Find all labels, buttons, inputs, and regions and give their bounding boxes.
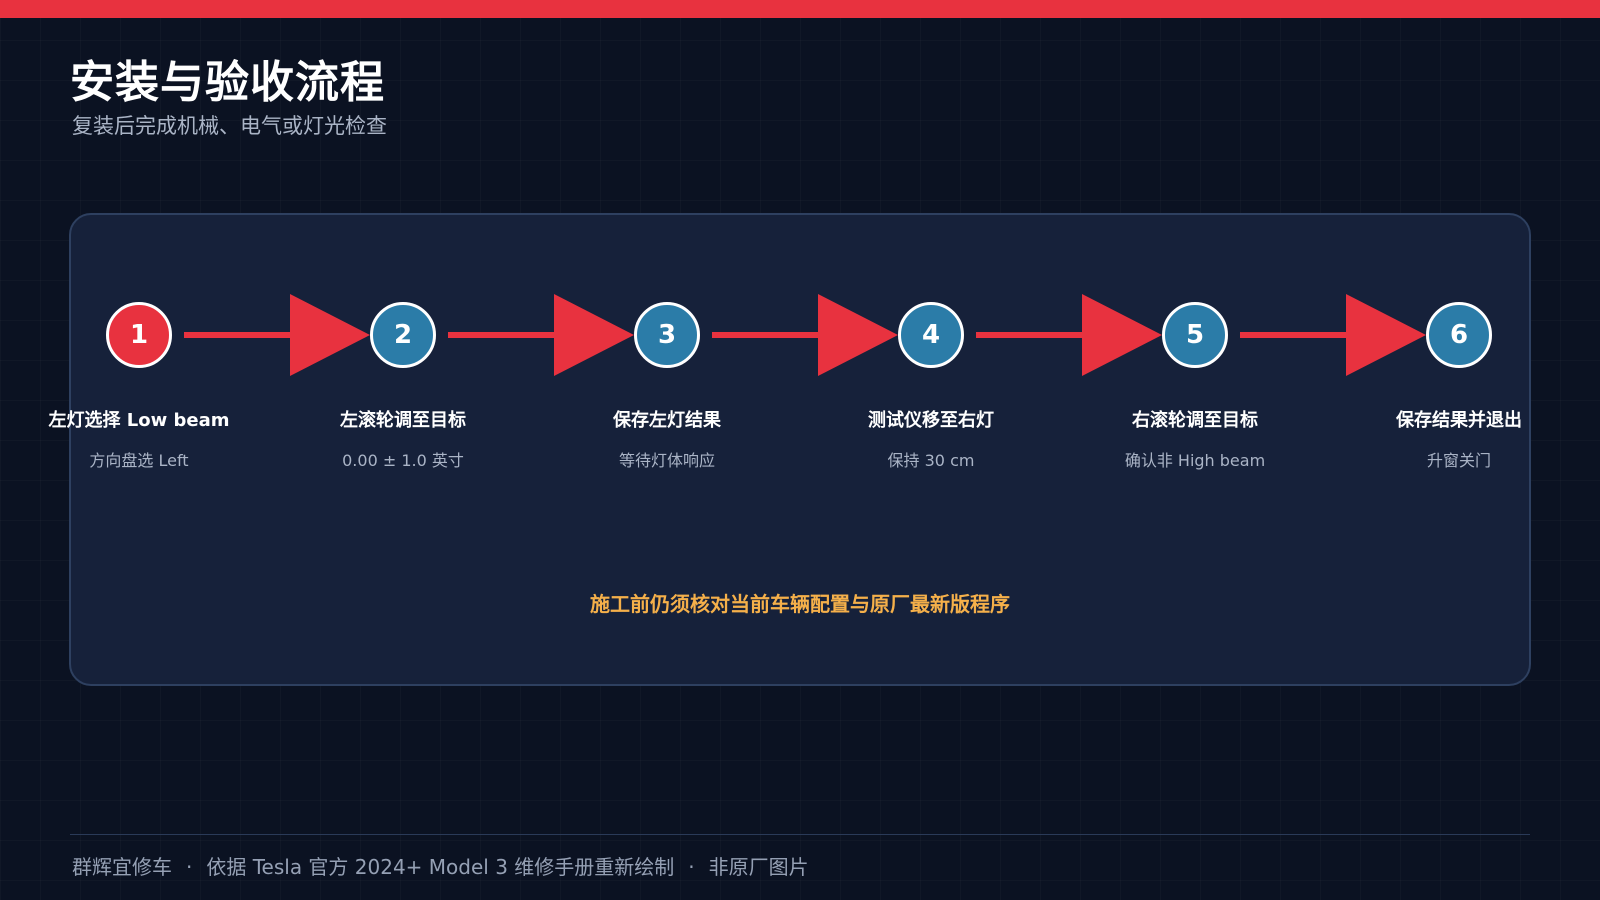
footer-divider <box>70 834 1530 835</box>
step-number-1: 1 <box>106 302 172 368</box>
step-title-1: 左灯选择 Low beam <box>48 410 230 431</box>
step-subtitle-4: 保持 30 cm <box>887 451 975 470</box>
flow-panel <box>69 213 1531 686</box>
step-number-2: 2 <box>370 302 436 368</box>
step-title-4: 测试仪移至右灯 <box>868 410 994 431</box>
step-subtitle-6: 升窗关门 <box>1426 451 1491 470</box>
step-title-5: 右滚轮调至目标 <box>1132 410 1258 431</box>
step-subtitle-3: 等待灯体响应 <box>618 451 715 470</box>
footer-brand: 群辉宜修车 <box>72 855 172 879</box>
step-number-3: 3 <box>634 302 700 368</box>
page-subtitle: 复装后完成机械、电气或灯光检查 <box>72 114 387 138</box>
flow-note: 施工前仍须核对当前车辆配置与原厂最新版程序 <box>590 592 1010 616</box>
step-number-5: 5 <box>1162 302 1228 368</box>
footer-disclaimer: 非原厂图片 <box>708 855 809 879</box>
step-subtitle-5: 确认非 High beam <box>1124 451 1266 470</box>
step-number-6: 6 <box>1426 302 1492 368</box>
step-title-3: 保存左灯结果 <box>613 410 721 431</box>
top-accent-bar <box>0 0 1600 18</box>
footer-separator: · <box>688 855 695 879</box>
footer-source: 依据 Tesla 官方 2024+ Model 3 维修手册重新绘制 <box>206 855 675 879</box>
page-title: 安装与验收流程 <box>70 57 385 108</box>
footer: 群辉宜修车 · 依据 Tesla 官方 2024+ Model 3 维修手册重新绘制… <box>72 851 809 880</box>
step-title-6: 保存结果并退出 <box>1396 410 1522 431</box>
footer-separator: · <box>186 855 193 879</box>
step-subtitle-2: 0.00 ± 1.0 英寸 <box>342 451 464 470</box>
step-number-4: 4 <box>898 302 964 368</box>
step-title-2: 左滚轮调至目标 <box>340 410 466 431</box>
step-subtitle-1: 方向盘选 Left <box>89 451 189 470</box>
